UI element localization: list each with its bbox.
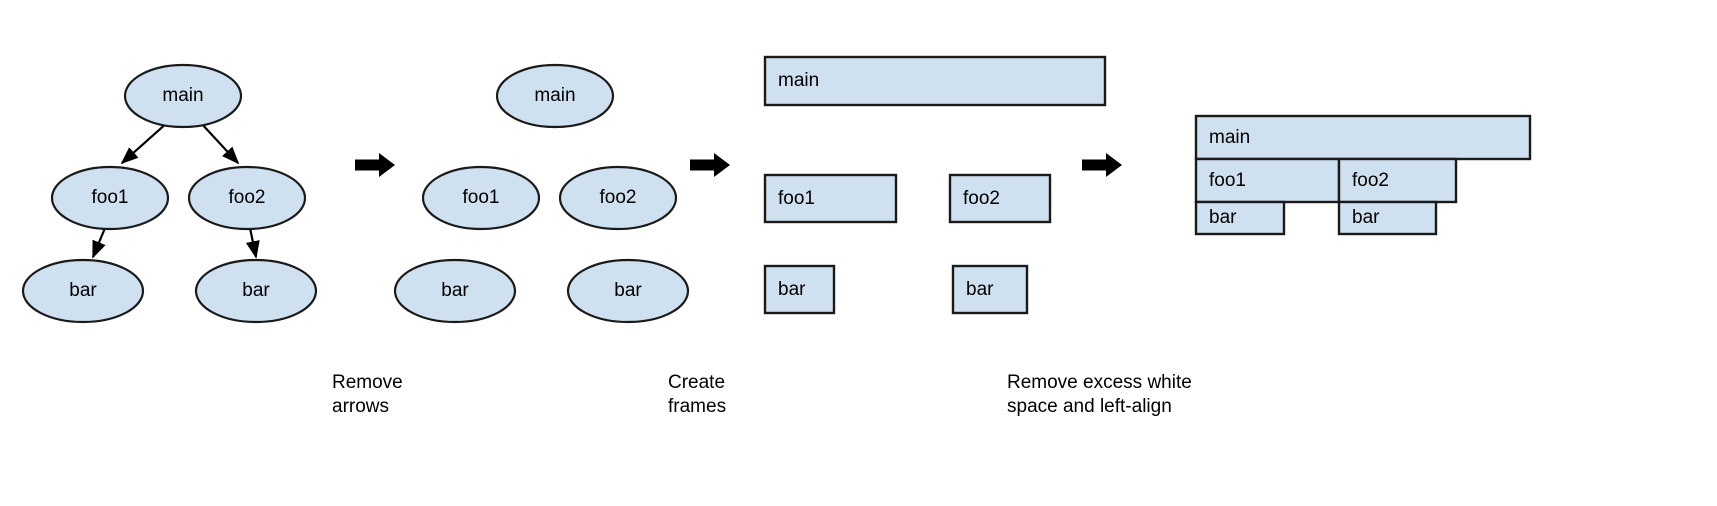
frame-box-main (1194, 114, 1532, 161)
node-ellipse-bar (566, 258, 690, 324)
edge-arrow-foo1-to-bar (91, 227, 107, 259)
node-ellipse-main (495, 63, 615, 129)
frame-box-bar (1337, 200, 1438, 236)
node-ellipse-bar (21, 258, 145, 324)
frame-box-foo1 (1194, 157, 1341, 204)
frame-box-bar (951, 264, 1029, 315)
step-step-arrow-3-icon (1082, 153, 1122, 177)
caption-create-frames: Create frames (668, 372, 727, 417)
node-ellipse-foo1 (50, 165, 170, 231)
frame-box-main (763, 55, 1107, 107)
edge-arrow-main-to-foo1 (120, 121, 169, 165)
frame-box-foo1 (763, 173, 898, 224)
step-step-arrow-1-icon (355, 153, 395, 177)
node-ellipse-main (123, 63, 243, 129)
caption-remove-whitespace: Remove excess white space and left-align (1007, 372, 1192, 417)
node-ellipse-foo2 (187, 165, 307, 231)
node-ellipse-foo1 (421, 165, 541, 231)
node-ellipse-foo2 (558, 165, 678, 231)
node-ellipse-bar (393, 258, 517, 324)
edge-arrow-main-to-foo2 (199, 121, 240, 165)
edge-arrow-foo2-to-bar (245, 227, 260, 259)
step-step-arrow-2-icon (690, 153, 730, 177)
node-ellipse-bar (194, 258, 318, 324)
frame-box-bar (763, 264, 836, 315)
frame-box-foo2 (1337, 157, 1458, 204)
frame-box-bar (1194, 200, 1286, 236)
frame-box-foo2 (948, 173, 1052, 224)
caption-remove-arrows: Remove arrows (332, 372, 403, 417)
